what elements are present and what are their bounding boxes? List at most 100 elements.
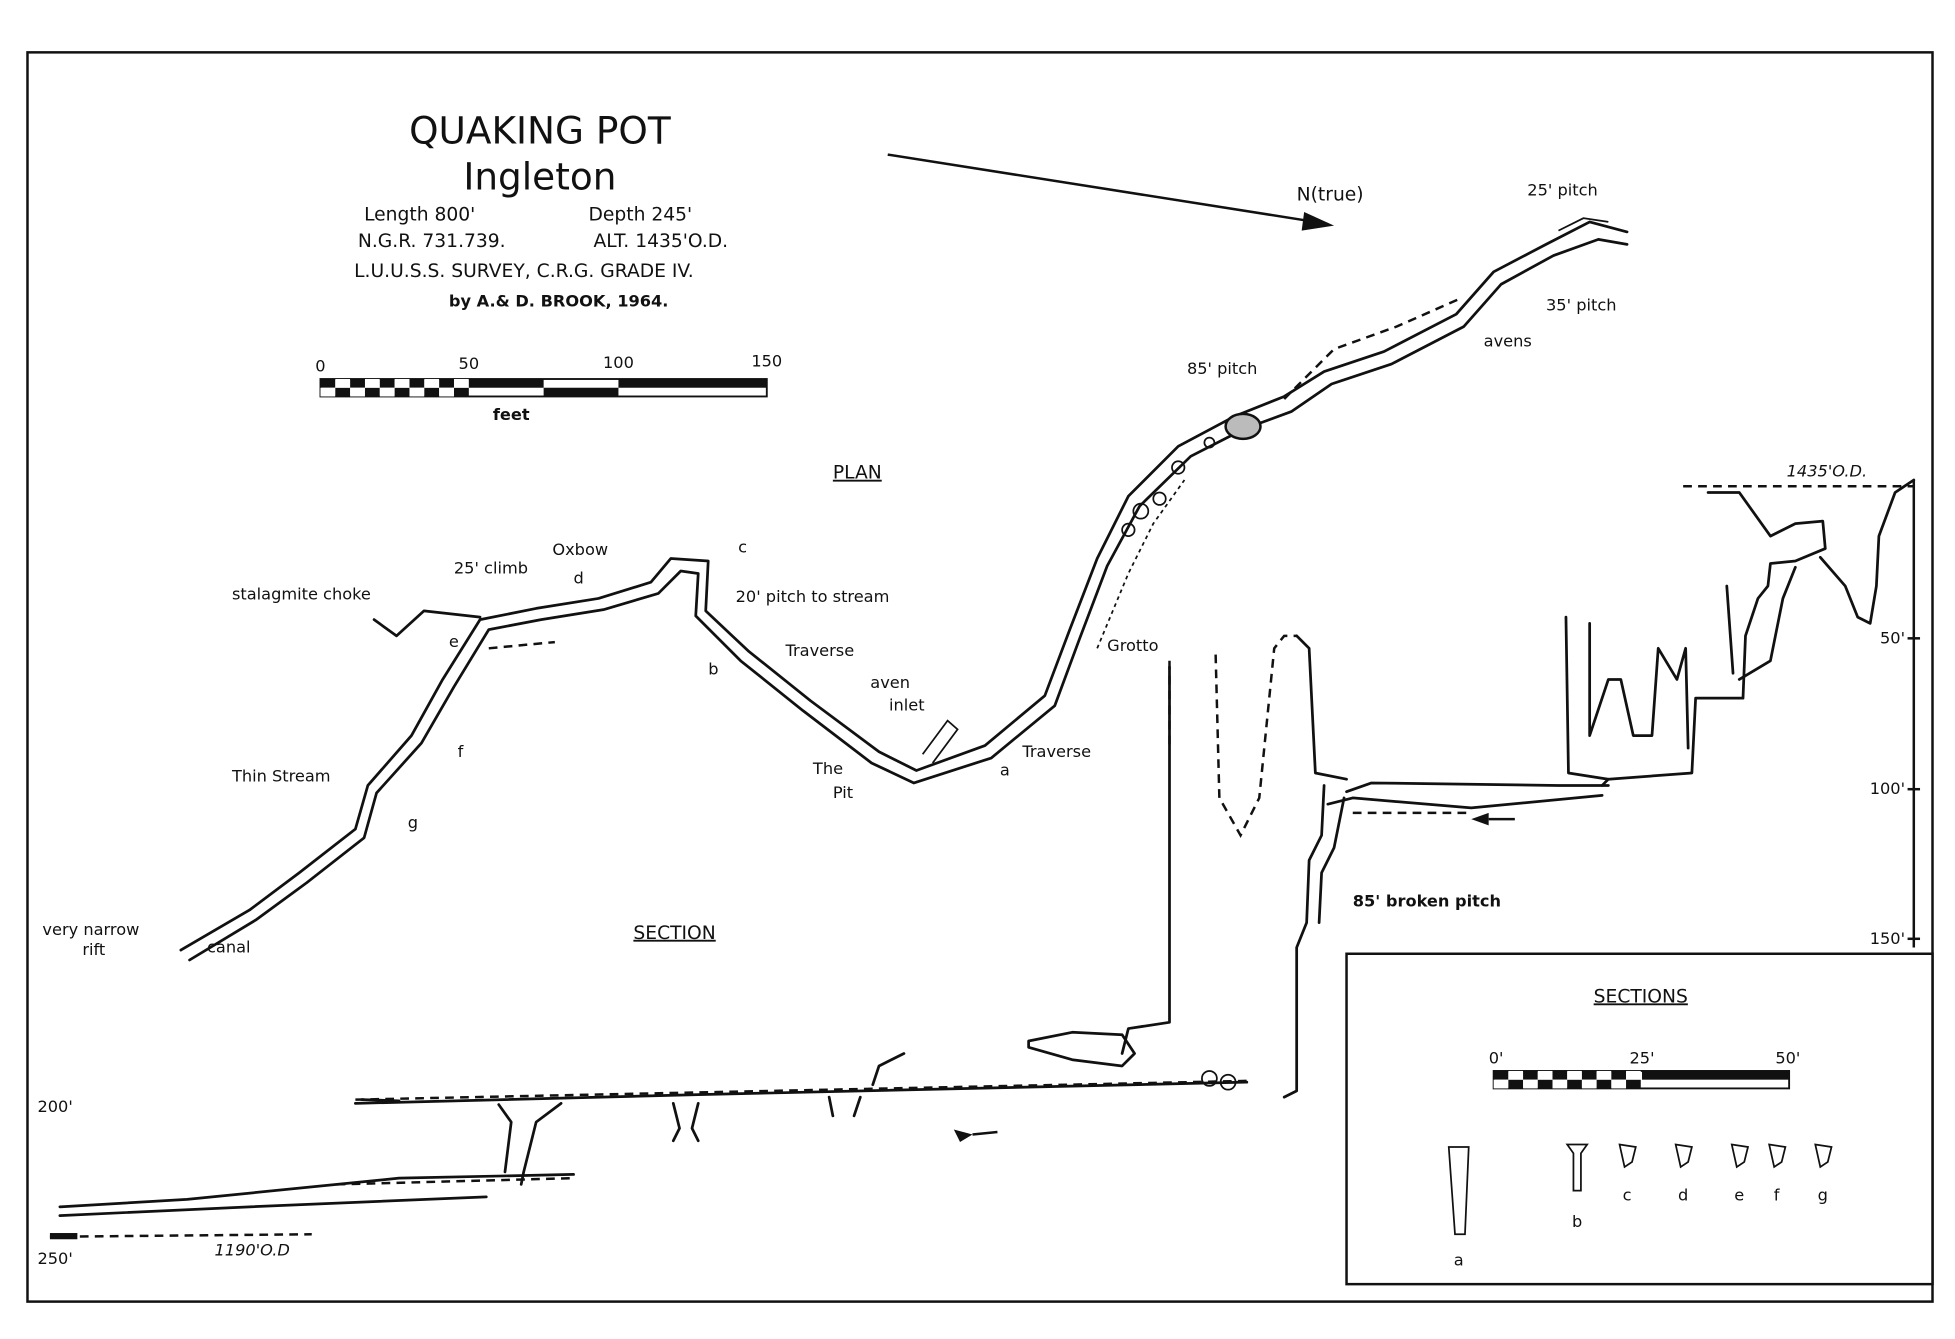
map-border	[26, 51, 1934, 1303]
scale-bar: 0 50 100 150 feet	[315, 352, 782, 425]
scale-tick-100: 100	[603, 353, 634, 372]
cross-section-label-e: e	[1734, 1186, 1744, 1205]
inset-scale-25: 25'	[1629, 1048, 1654, 1067]
label-rift: rift	[82, 940, 105, 959]
map-title: QUAKING POT	[409, 108, 671, 152]
scale-segment	[394, 387, 410, 397]
ngr-text: N.G.R. 731.739.	[358, 231, 506, 252]
scale-segment	[320, 387, 336, 397]
cross-section-d	[1674, 1143, 1693, 1169]
depth-scale-left: 200' 250'	[37, 1097, 72, 1268]
section-survey	[49, 478, 1916, 1240]
scale-segment	[364, 387, 380, 397]
scale-segment	[439, 379, 454, 388]
label-aven: aven	[870, 673, 910, 692]
scale-segment	[1523, 1079, 1538, 1089]
label-85-broken-pitch: 85' broken pitch	[1353, 891, 1501, 910]
scale-segment	[439, 387, 454, 397]
label-25-climb: 25' climb	[454, 559, 528, 578]
scale-segment	[1626, 1070, 1641, 1080]
plan-labels: 25' pitch 35' pitch avens 85' pitch Grot…	[42, 181, 1616, 959]
scale-segment	[409, 379, 425, 388]
label-a: a	[1000, 760, 1010, 779]
cross-section-label-g: g	[1818, 1186, 1828, 1205]
scale-segment	[335, 387, 351, 397]
scale-segment	[1596, 1079, 1612, 1089]
depth-tick-100: 100'	[1870, 779, 1905, 798]
scale-segment	[394, 379, 410, 388]
label-canal: canal	[207, 938, 251, 957]
label-traverse-2: Traverse	[1021, 742, 1091, 761]
scale-segment	[1537, 1070, 1553, 1080]
altitude-text: ALT. 1435'O.D.	[594, 231, 729, 252]
label-35-pitch: 35' pitch	[1546, 295, 1616, 314]
label-traverse: Traverse	[785, 641, 855, 660]
cross-section-label-b: b	[1572, 1212, 1582, 1231]
scale-segment	[1493, 1070, 1509, 1080]
scale-segment	[379, 379, 395, 388]
length-text: Length 800'	[364, 205, 475, 226]
cross-section-label-d: d	[1678, 1186, 1688, 1205]
label-grotto: Grotto	[1107, 636, 1158, 655]
scale-segment	[424, 387, 440, 397]
scale-segment	[1581, 1079, 1597, 1089]
label-f: f	[458, 742, 464, 761]
scale-segment	[379, 387, 395, 397]
scale-segment	[1552, 1070, 1568, 1080]
scale-segment	[424, 379, 440, 388]
depth-tick-200: 200'	[37, 1097, 72, 1116]
depth-scale-right: 50' 100' 150'	[1870, 479, 1921, 948]
cross-section-label-a: a	[1454, 1250, 1464, 1269]
cross-section-a	[1447, 1146, 1470, 1236]
label-very-narrow: very narrow	[42, 920, 139, 939]
plan-heading: PLAN	[833, 463, 882, 484]
label-inlet: inlet	[889, 696, 925, 715]
label-avens: avens	[1484, 332, 1532, 351]
scale-segment	[1537, 1079, 1553, 1089]
scale-unit: feet	[493, 405, 530, 424]
label-g: g	[408, 813, 418, 832]
scale-tick-150: 150	[751, 352, 782, 371]
label-oxbow: Oxbow	[552, 540, 608, 559]
scale-segment	[453, 379, 469, 388]
map-location: Ingleton	[463, 155, 616, 199]
label-the: The	[812, 759, 843, 778]
depth-tick-150: 150'	[1870, 929, 1905, 948]
scale-segment	[1567, 1070, 1582, 1080]
label-25-pitch: 25' pitch	[1527, 181, 1597, 200]
plan-survey	[179, 217, 1629, 962]
cross-section-g	[1814, 1143, 1833, 1169]
sections-title: SECTIONS	[1594, 986, 1688, 1007]
scale-segment	[350, 387, 365, 397]
cross-section-label-c: c	[1623, 1186, 1632, 1205]
cross-section-c	[1618, 1143, 1637, 1169]
scale-segment	[1596, 1070, 1612, 1080]
scale-tick-50: 50	[459, 354, 480, 373]
depth-text: Depth 245'	[589, 205, 693, 226]
survey-text: L.U.U.S.S. SURVEY, C.R.G. GRADE IV.	[354, 261, 694, 282]
cross-section-label-f: f	[1774, 1186, 1780, 1205]
label-d: d	[574, 568, 584, 587]
scale-segment	[335, 379, 351, 388]
scale-tick-0: 0	[315, 357, 325, 376]
label-pit: Pit	[833, 783, 853, 802]
label-od-bottom: 1190'O.D	[214, 1240, 289, 1259]
scale-segment	[1611, 1070, 1627, 1080]
cross-section-e	[1730, 1143, 1750, 1169]
label-stalagmite-choke: stalagmite choke	[232, 585, 371, 604]
scale-segment	[364, 379, 380, 388]
scale-segment	[1523, 1070, 1538, 1080]
scale-segment	[1611, 1079, 1627, 1089]
label-c: c	[738, 537, 747, 556]
scale-segment	[1567, 1079, 1582, 1089]
scale-segment	[350, 379, 365, 388]
label-od-top: 1435'O.D.	[1787, 461, 1868, 480]
label-b: b	[708, 659, 718, 678]
cross-section-f	[1768, 1143, 1787, 1169]
depth-tick-50: 50'	[1880, 628, 1905, 647]
label-thin-stream: Thin Stream	[231, 767, 331, 786]
title-block: QUAKING POT Ingleton Length 800' Depth 2…	[354, 108, 728, 310]
scale-segment	[1581, 1070, 1597, 1080]
